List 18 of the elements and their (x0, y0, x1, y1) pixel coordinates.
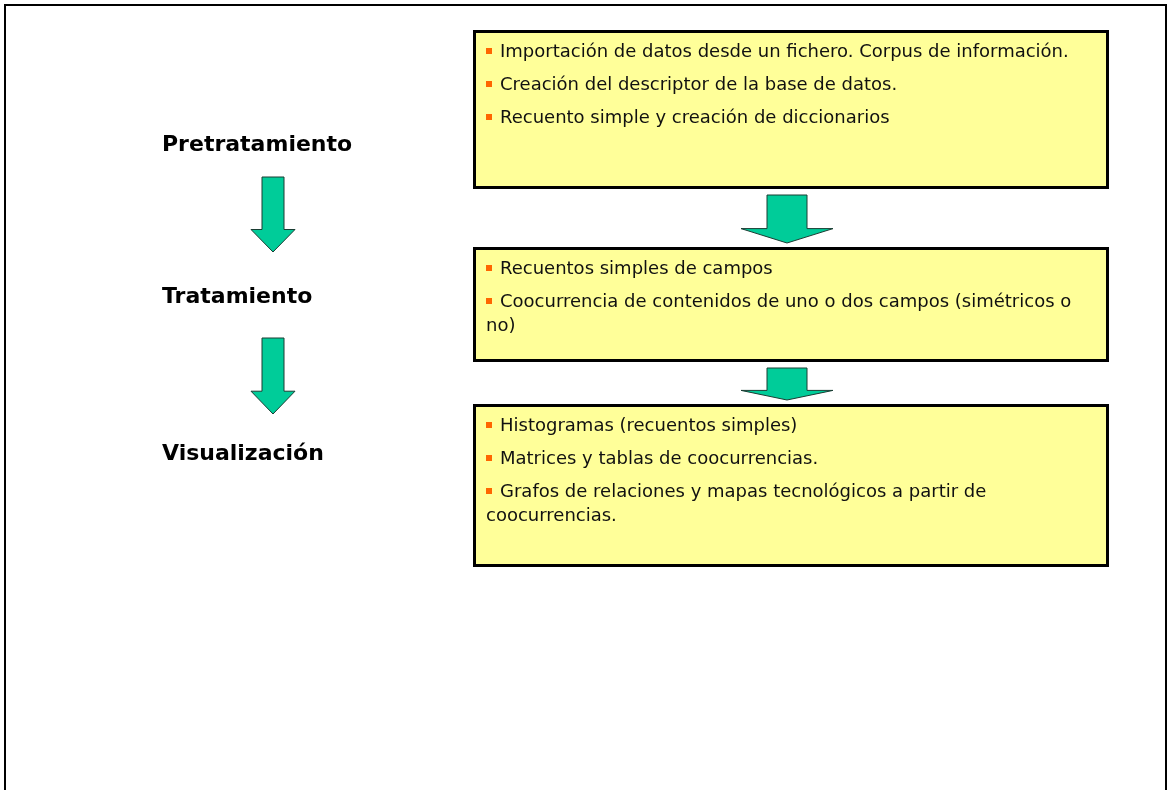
stage-label-text: Visualización (162, 439, 324, 465)
bullet-text: Creación del descriptor de la base de datos. (486, 72, 1098, 96)
bullet-text: Histogramas (recuentos simples) (486, 413, 1098, 437)
bullet-text: Grafos de relaciones y mapas tecnológicos a partir de coocurrencias. (486, 479, 1098, 527)
stage-label-text: Pretratamiento (162, 130, 353, 156)
text-box (473, 247, 1109, 362)
stage-label-text: Tratamiento (162, 282, 313, 308)
block-arrow (250, 337, 296, 415)
bullet-text: Matrices y tablas de coocurrencias. (486, 446, 1098, 470)
bullet-text: Recuentos simples de campos (486, 256, 1098, 280)
bullet-text: Recuento simple y creación de diccionarios (486, 105, 1098, 129)
block-arrow (740, 367, 834, 401)
bullet-text: Importación de datos desde un fichero. Corpus de información. (486, 39, 1098, 63)
bullet-text: Coocurrencia de contenidos de uno o dos campos (simétricos o no) (486, 289, 1098, 337)
text-box (473, 404, 1109, 567)
block-arrow (740, 194, 834, 244)
block-arrow (250, 176, 296, 253)
text-box (473, 30, 1109, 189)
